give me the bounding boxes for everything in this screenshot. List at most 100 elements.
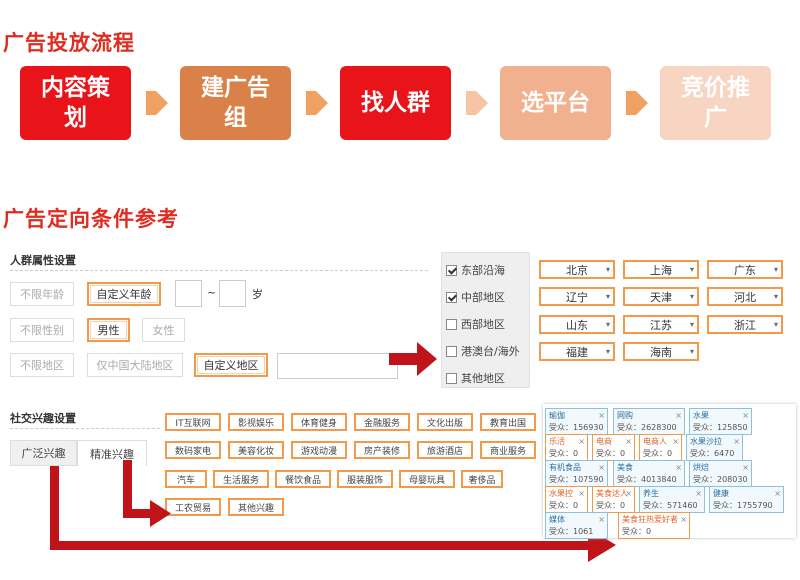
selected-interest-chip[interactable]: 瑜伽受众：156930× — [545, 408, 608, 435]
interest-tag[interactable]: 美容化妆 — [228, 441, 284, 459]
selected-interest-chip[interactable]: 健康受众：1755790× — [709, 486, 784, 513]
interest-tag[interactable]: 文化出版 — [417, 413, 473, 431]
tab-broad-interest[interactable]: 广泛兴趣 — [10, 440, 77, 466]
close-icon[interactable]: × — [598, 411, 605, 420]
close-icon[interactable]: × — [578, 437, 585, 446]
selected-interest-chip[interactable]: 水果受众：125850× — [689, 408, 752, 435]
interest-tag[interactable]: 金融服务 — [354, 413, 410, 431]
interest-tag[interactable]: 数码家电 — [165, 441, 221, 459]
targeting-title: 广告定向条件参考 — [3, 207, 179, 231]
province-hainan[interactable]: 海南▾ — [623, 342, 699, 361]
interest-audience: 受众：0 — [596, 449, 626, 458]
province-zhejiang[interactable]: 浙江▾ — [707, 315, 783, 334]
interest-tag[interactable]: 旅游酒店 — [417, 441, 473, 459]
selected-interest-chip[interactable]: 水果沙拉受众：6470× — [686, 434, 743, 461]
close-icon[interactable]: × — [598, 515, 605, 524]
province-tianjin[interactable]: 天津▾ — [623, 287, 699, 306]
selected-interest-chip[interactable]: 电商受众：0 × — [592, 434, 635, 461]
interest-audience: 受众：6470 — [690, 449, 735, 458]
close-icon[interactable]: × — [695, 489, 702, 498]
interest-tag[interactable]: 教育出国 — [480, 413, 536, 431]
age-unlimited-option[interactable]: 不限年龄 — [10, 282, 74, 306]
interest-audience: 受众：107590 — [549, 475, 604, 484]
close-icon[interactable]: × — [675, 411, 682, 420]
selected-interest-chip[interactable]: 养生受众：571460× — [639, 486, 705, 513]
selected-interest-chip[interactable]: 电商人受众：0× — [639, 434, 682, 461]
age-min-input[interactable] — [175, 280, 202, 307]
region-hk-macau-taiwan-overseas[interactable]: 港澳台/海外 — [446, 343, 520, 359]
interest-tag[interactable]: 游戏动漫 — [291, 441, 347, 459]
age-custom-option[interactable]: 自定义年龄 — [87, 282, 161, 306]
region-label: 中部地区 — [461, 291, 505, 304]
region-unlimited-option[interactable]: 不限地区 — [10, 353, 74, 377]
interest-tag[interactable]: 房产装修 — [354, 441, 410, 459]
province-fujian[interactable]: 福建▾ — [539, 342, 615, 361]
close-icon[interactable]: × — [733, 437, 740, 446]
close-icon[interactable]: × — [672, 437, 679, 446]
interest-name: 有机食品 — [549, 463, 581, 472]
checkbox-icon[interactable] — [446, 291, 457, 303]
province-guangdong[interactable]: 广东▾ — [707, 260, 783, 279]
interest-tag[interactable]: 工农贸易 — [165, 498, 221, 516]
gender-male-option[interactable]: 男性 — [87, 318, 130, 342]
checkbox-icon[interactable] — [446, 318, 457, 330]
region-east-coast[interactable]: 东部沿海 — [446, 262, 505, 278]
interest-name: 电商 — [596, 437, 612, 446]
selected-interest-chip[interactable]: 乐活受众：0× — [545, 434, 588, 461]
province-jiangsu[interactable]: 江苏▾ — [623, 315, 699, 334]
interest-audience: 受众：0 — [596, 501, 626, 510]
checkbox-icon[interactable] — [446, 372, 457, 384]
region-mainland-option[interactable]: 仅中国大陆地区 — [87, 353, 183, 377]
interest-tag[interactable]: IT互联网 — [165, 413, 221, 431]
selected-interest-chip[interactable]: 美食受众：4013840× — [613, 460, 685, 487]
checkbox-icon[interactable] — [446, 264, 457, 276]
province-shanghai[interactable]: 上海▾ — [623, 260, 699, 279]
age-max-input[interactable] — [219, 280, 246, 307]
checkbox-icon[interactable] — [446, 345, 457, 357]
close-icon[interactable]: × — [742, 411, 749, 420]
selected-interest-chip[interactable]: 网购受众：2628300× — [613, 408, 685, 435]
interest-tag[interactable]: 生活服务 — [213, 470, 269, 488]
selected-interest-chip[interactable]: 烘焙受众：208030× — [689, 460, 752, 487]
province-liaoning[interactable]: 辽宁▾ — [539, 287, 615, 306]
interest-tag[interactable]: 影视娱乐 — [228, 413, 284, 431]
interest-tag[interactable]: 商业服务 — [480, 441, 536, 459]
region-central[interactable]: 中部地区 — [446, 289, 505, 305]
region-other[interactable]: 其他地区 — [446, 370, 505, 386]
interest-settings-label: 社交兴趣设置 — [10, 412, 76, 425]
selected-interest-chip[interactable]: 水果控受众：0× — [545, 486, 588, 513]
close-icon[interactable]: × — [742, 463, 749, 472]
interest-tag[interactable]: 服装服饰 — [337, 470, 393, 488]
region-custom-option[interactable]: 自定义地区 — [194, 353, 268, 377]
region-display-field[interactable] — [277, 353, 398, 379]
selected-interest-chip[interactable]: 媒体受众：1061× — [545, 512, 608, 539]
province-label: 辽宁 — [566, 290, 588, 304]
close-icon[interactable]: × — [625, 489, 632, 498]
arrow-right-icon — [466, 91, 488, 115]
province-hebei[interactable]: 河北▾ — [707, 287, 783, 306]
interest-tag[interactable]: 餐饮食品 — [275, 470, 331, 488]
selected-interest-chip[interactable]: 美食狂热爱好者受众：0× — [618, 512, 690, 539]
interest-tag[interactable]: 汽车 — [165, 470, 207, 488]
province-beijing[interactable]: 北京▾ — [539, 260, 615, 279]
close-icon[interactable]: × — [774, 489, 781, 498]
gender-female-option[interactable]: 女性 — [142, 318, 185, 342]
gender-unlimited-option[interactable]: 不限性别 — [10, 318, 74, 342]
region-west[interactable]: 西部地区 — [446, 316, 505, 332]
interest-tag[interactable]: 奢侈品 — [461, 470, 503, 488]
chevron-down-icon: ▾ — [773, 320, 778, 329]
interest-tag[interactable]: 体育健身 — [291, 413, 347, 431]
close-icon[interactable]: × — [625, 437, 632, 446]
close-icon[interactable]: × — [675, 463, 682, 472]
interest-name: 电商人 — [643, 437, 667, 446]
interest-name: 乐活 — [549, 437, 565, 446]
selected-interest-chip[interactable]: 有机食品受众：107590 × — [545, 460, 608, 487]
tab-precise-interest[interactable]: 精准兴趣 — [77, 440, 147, 466]
interest-tag[interactable]: 其他兴趣 — [228, 498, 284, 516]
province-shandong[interactable]: 山东▾ — [539, 315, 615, 334]
selected-interest-chip[interactable]: 美食达人受众：0× — [592, 486, 635, 513]
close-icon[interactable]: × — [680, 515, 687, 524]
interest-tag[interactable]: 母婴玩具 — [399, 470, 455, 488]
close-icon[interactable]: × — [578, 489, 585, 498]
close-icon[interactable]: × — [598, 463, 605, 472]
